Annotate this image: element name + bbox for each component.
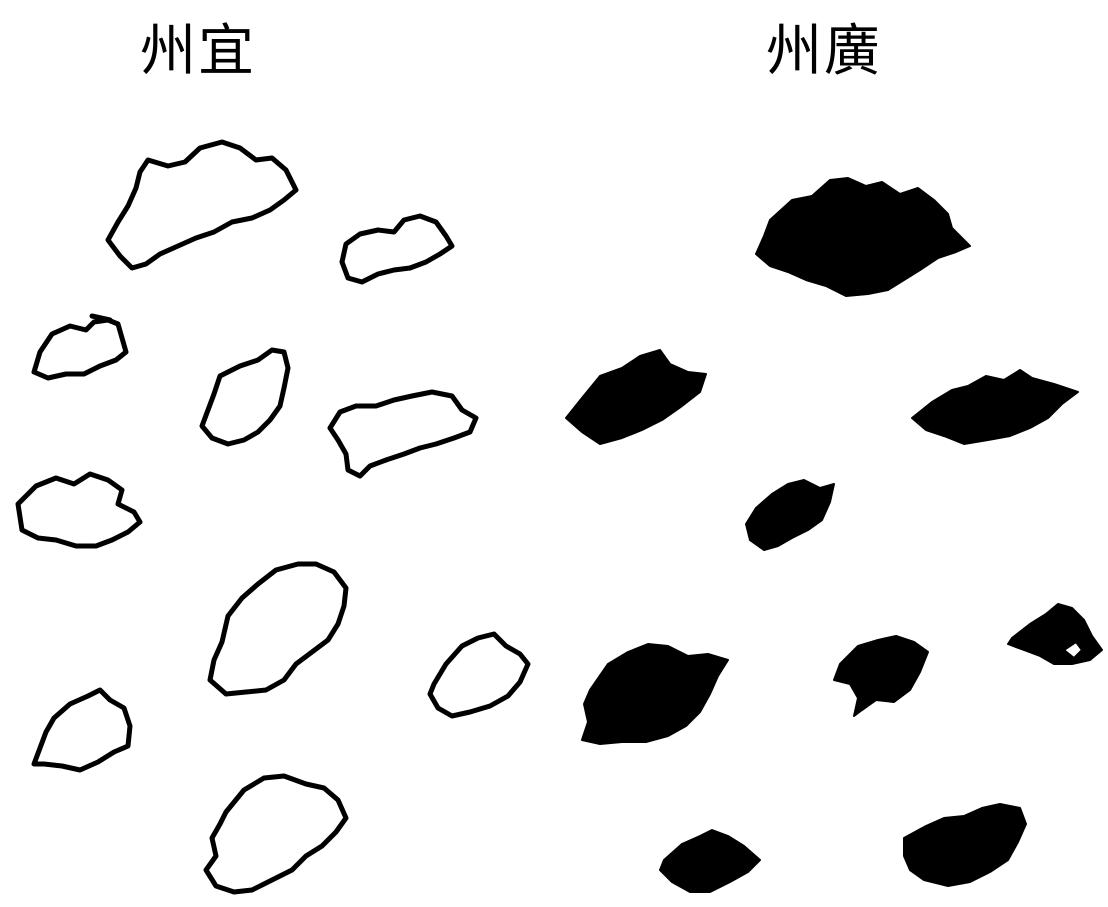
left-group-label: 州宜: [140, 19, 256, 84]
filled-shape-1: [755, 177, 971, 297]
outline-shape-3-tick: [89, 313, 113, 323]
filled-shape-9: [903, 803, 1027, 887]
outline-shape-2: [339, 213, 455, 285]
outline-shape-1: [105, 139, 299, 271]
right-filled-group: [565, 177, 1103, 893]
outline-shape-8: [427, 631, 531, 719]
outline-shape-6: [15, 471, 143, 549]
filled-shape-2: [565, 349, 707, 445]
outline-shape-10: [203, 773, 349, 895]
filled-shape-8: [659, 829, 761, 893]
filled-shape-6: [833, 635, 929, 717]
outline-shape-9: [31, 687, 133, 773]
filled-shape-7: [1007, 603, 1103, 665]
outline-shape-5: [327, 389, 479, 479]
outline-shape-4: [199, 347, 291, 447]
filled-shape-3: [911, 369, 1079, 445]
filled-shape-4: [745, 479, 835, 551]
right-group-label: 州廣: [766, 19, 882, 84]
left-outline-group: [15, 139, 531, 895]
outline-shape-3: [31, 317, 129, 381]
outline-shape-7: [207, 561, 349, 697]
filled-shape-5: [581, 643, 729, 745]
